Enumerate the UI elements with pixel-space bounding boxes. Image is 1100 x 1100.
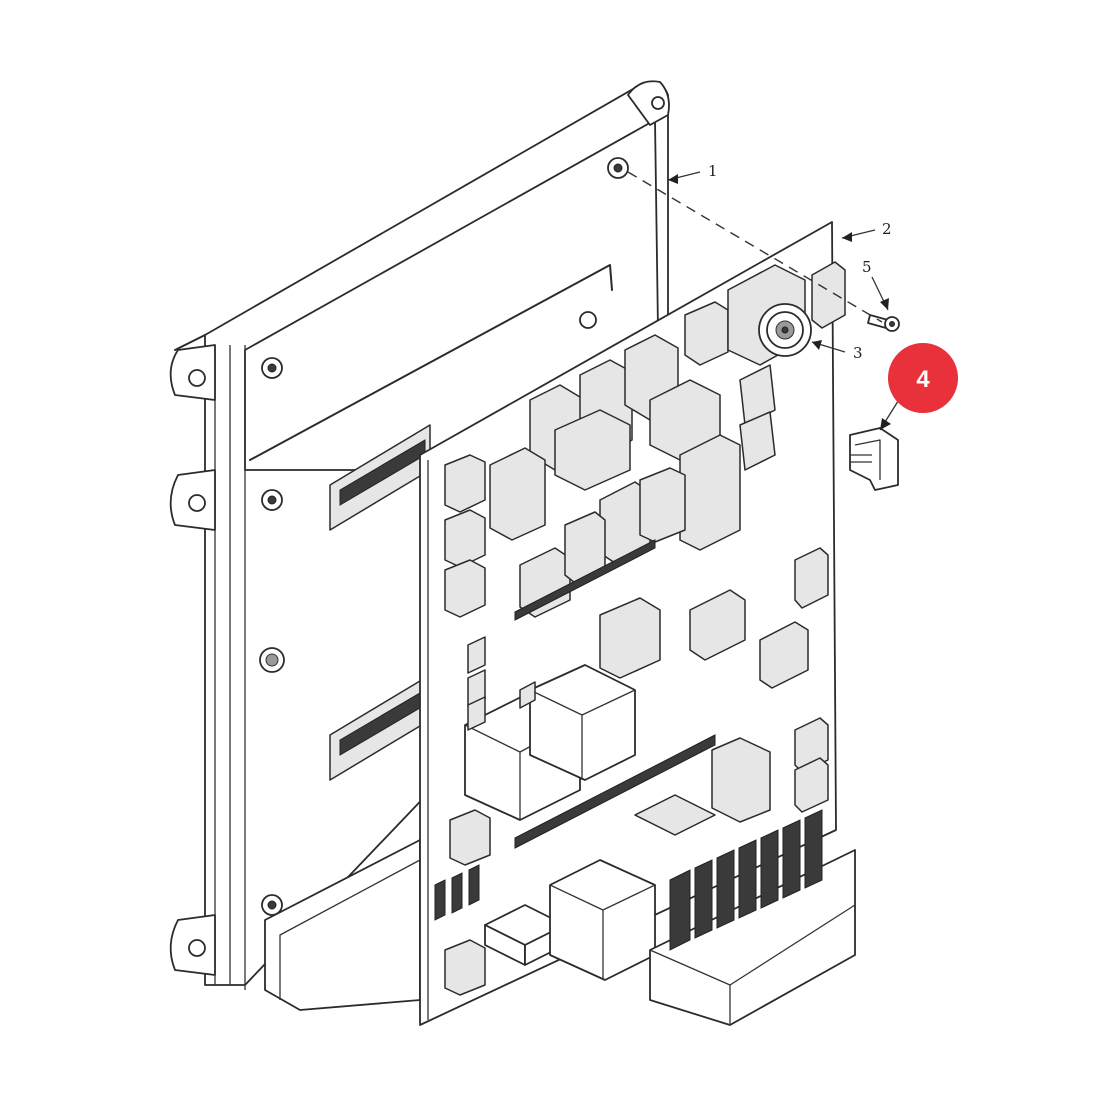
circuit-board (419, 221, 856, 1026)
callout-3: 3 (811, 340, 863, 362)
clip-connector (849, 427, 899, 491)
alignment-dashed-line (627, 171, 883, 323)
heatsink (649, 809, 856, 1026)
highlight-badge-4: 4 (879, 343, 958, 431)
round-connector (758, 303, 812, 357)
callout-2-label: 2 (882, 220, 892, 238)
highlight-badge-label: 4 (916, 366, 930, 393)
callout-5: 5 (862, 258, 889, 311)
callout-3-label: 3 (853, 344, 863, 362)
callout-2: 2 (841, 220, 892, 242)
callout-1: 1 (667, 162, 718, 184)
highlight-badge-circle (888, 343, 958, 413)
screw (867, 314, 900, 332)
callout-1-label: 1 (708, 162, 718, 180)
callout-5-label: 5 (862, 258, 872, 276)
